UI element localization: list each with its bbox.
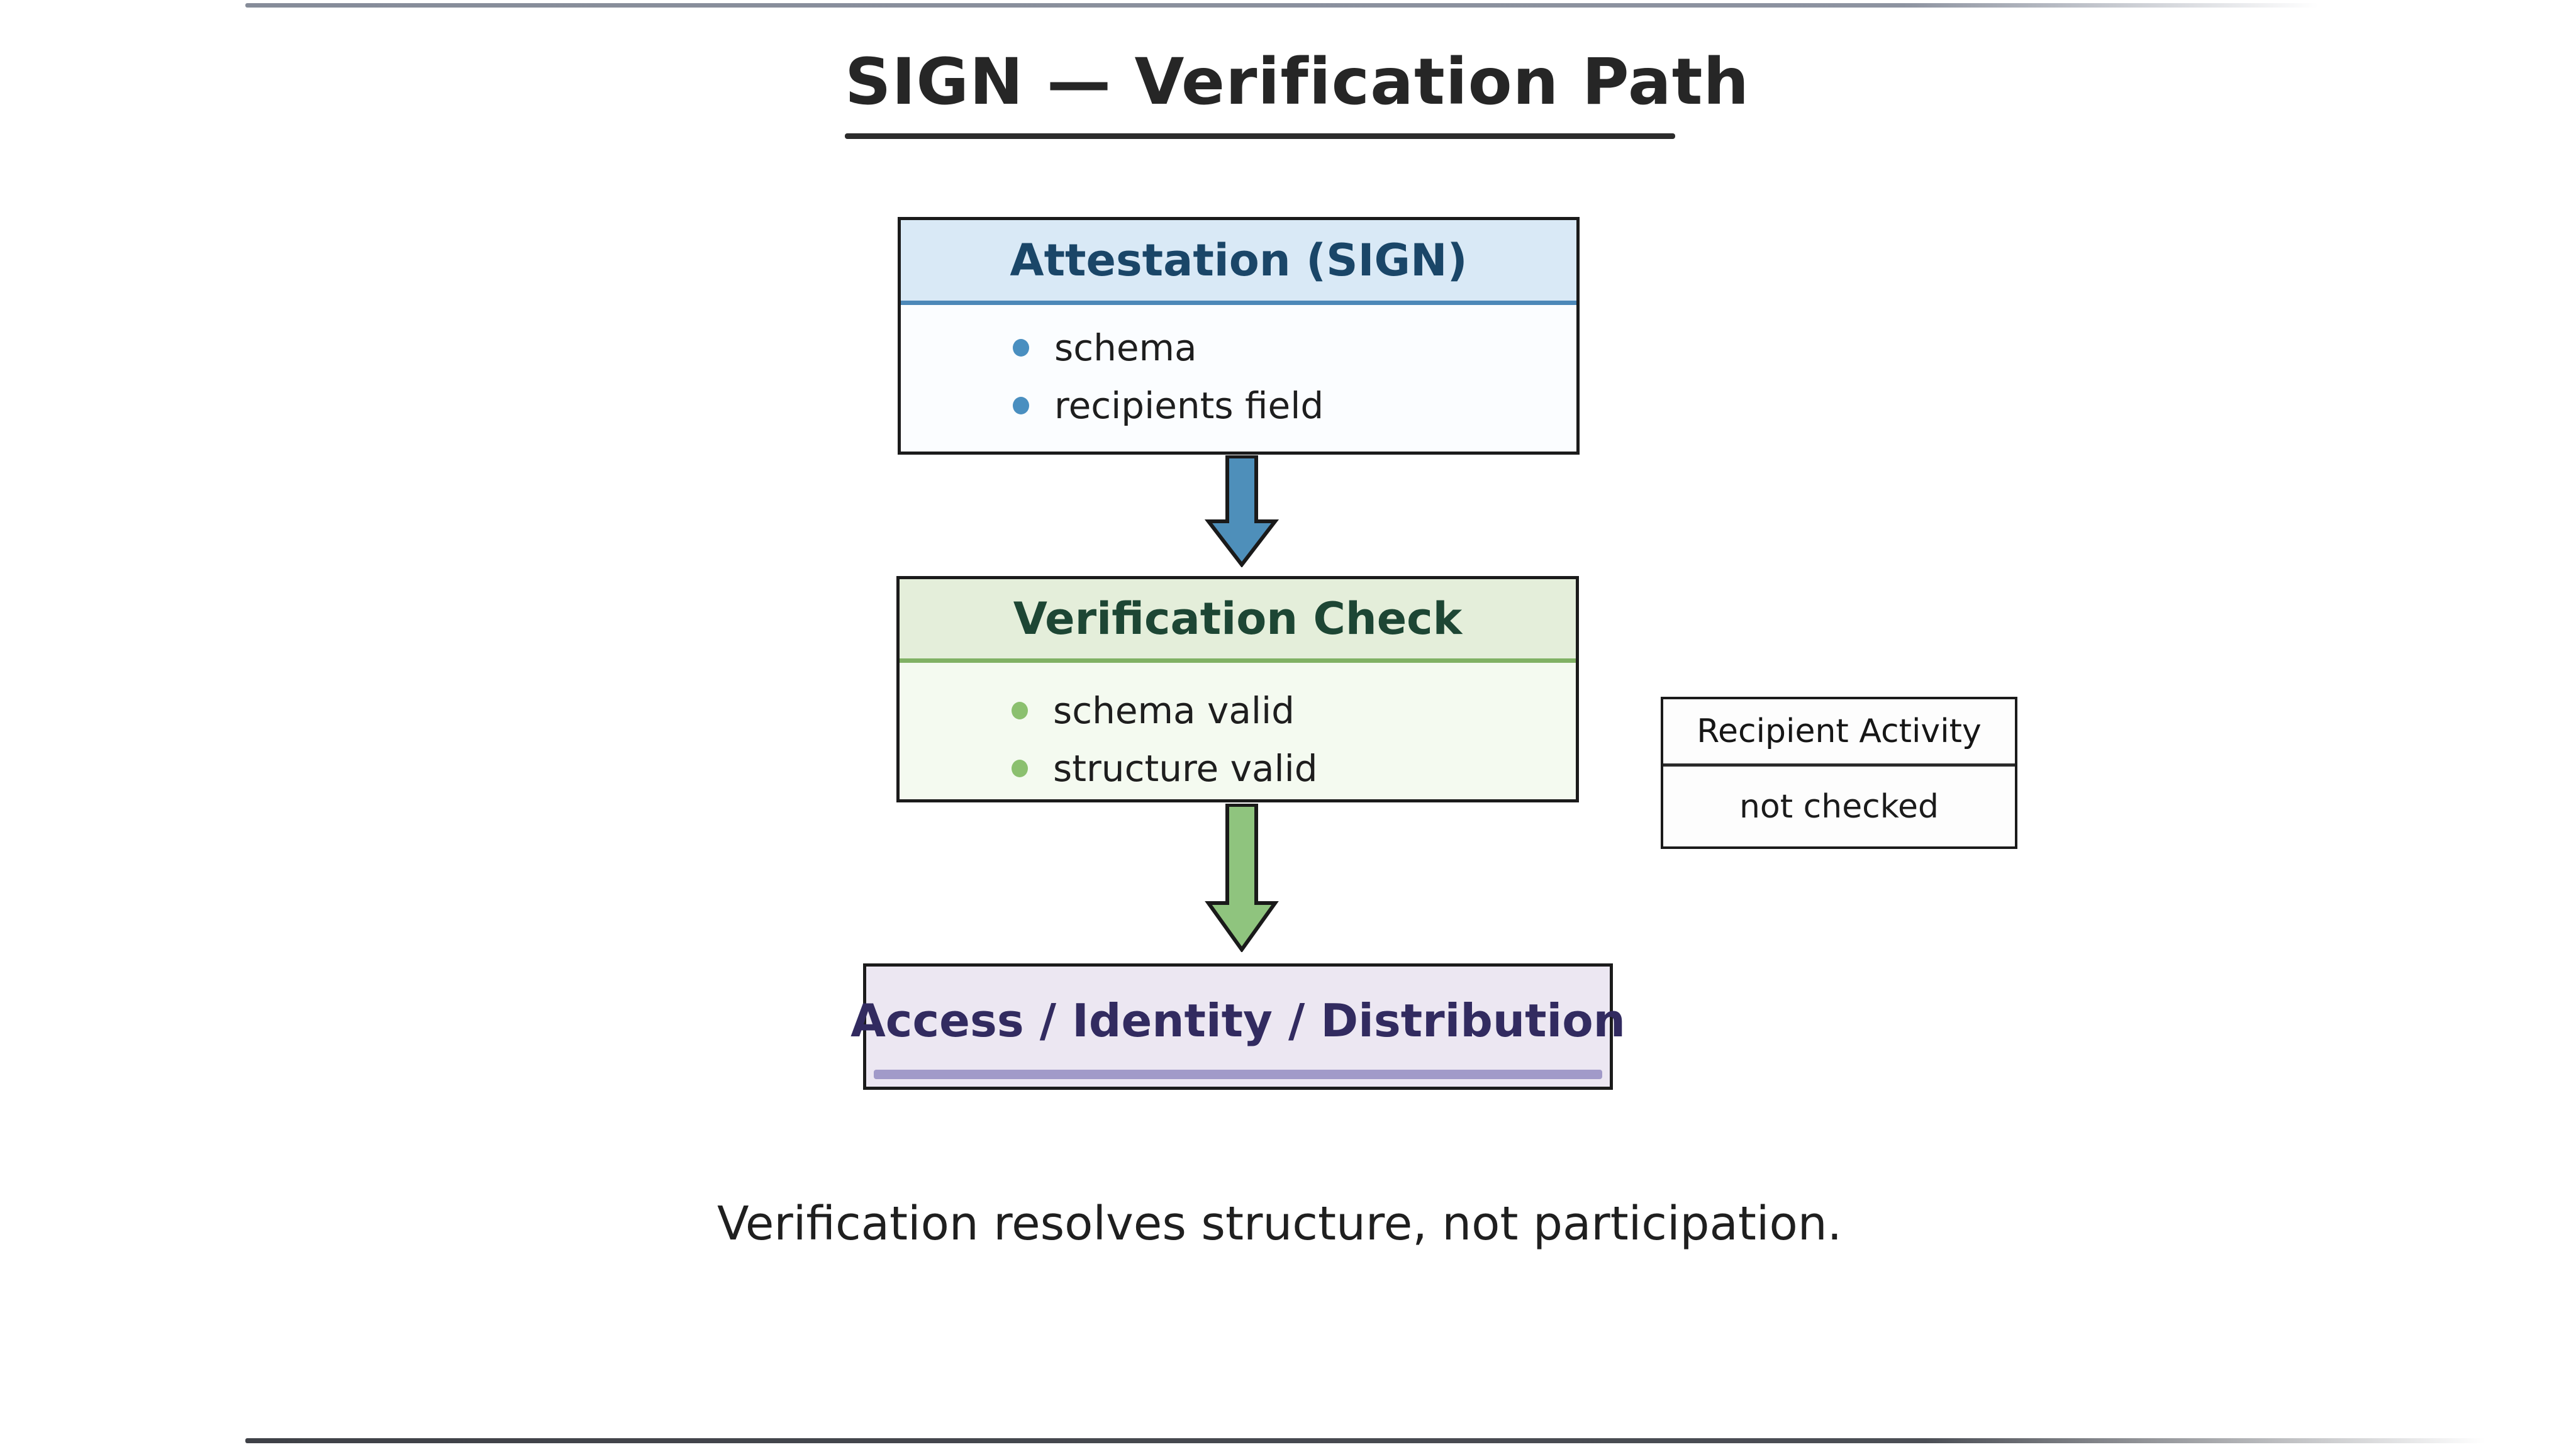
verification-check-body: schema valid structure valid [900,663,1576,797]
caption-text: Verification resolves structure, not par… [717,1197,1843,1251]
bottom-border-line [245,1438,2485,1443]
verification-check-header: Verification Check [900,579,1576,663]
attestation-header: Attestation (SIGN) [901,220,1576,305]
recipient-activity-status: not checked [1739,788,1939,826]
bullet-dot-icon [1013,397,1029,414]
outcome-accent-strip [874,1070,1602,1079]
attestation-body: schema recipients field [901,305,1576,435]
list-item: recipients field [901,377,1576,435]
bullet-dot-icon [1012,760,1028,777]
down-arrow-blue-icon [1204,455,1280,567]
recipient-activity-header: Recipient Activity [1663,699,2015,767]
attestation-box: Attestation (SIGN) schema recipients fie… [898,217,1580,455]
attestation-title: Attestation (SIGN) [1010,235,1468,286]
recipient-activity-box: Recipient Activity not checked [1661,697,2017,849]
outcome-title: Access / Identity / Distribution [850,994,1625,1047]
list-item: schema valid [900,682,1576,740]
title-block: SIGN — Verification Path [845,39,1750,139]
bullet-dot-icon [1012,702,1028,719]
page-title: SIGN — Verification Path [845,45,1750,119]
bullet-label: schema [1054,326,1197,369]
top-border-line [245,3,2318,8]
bullet-dot-icon [1013,339,1029,357]
list-item: structure valid [900,740,1576,797]
verification-check-box: Verification Check schema valid structur… [896,576,1579,802]
list-item: schema [901,319,1576,377]
bullet-label: schema valid [1053,689,1295,732]
bullet-label: structure valid [1053,747,1318,790]
title-underline [845,133,1675,139]
bullet-label: recipients field [1054,384,1324,427]
recipient-activity-title: Recipient Activity [1697,712,1982,750]
verification-check-title: Verification Check [1013,593,1463,645]
outcome-box: Access / Identity / Distribution [850,963,1625,1090]
down-arrow-green-icon [1205,804,1279,952]
